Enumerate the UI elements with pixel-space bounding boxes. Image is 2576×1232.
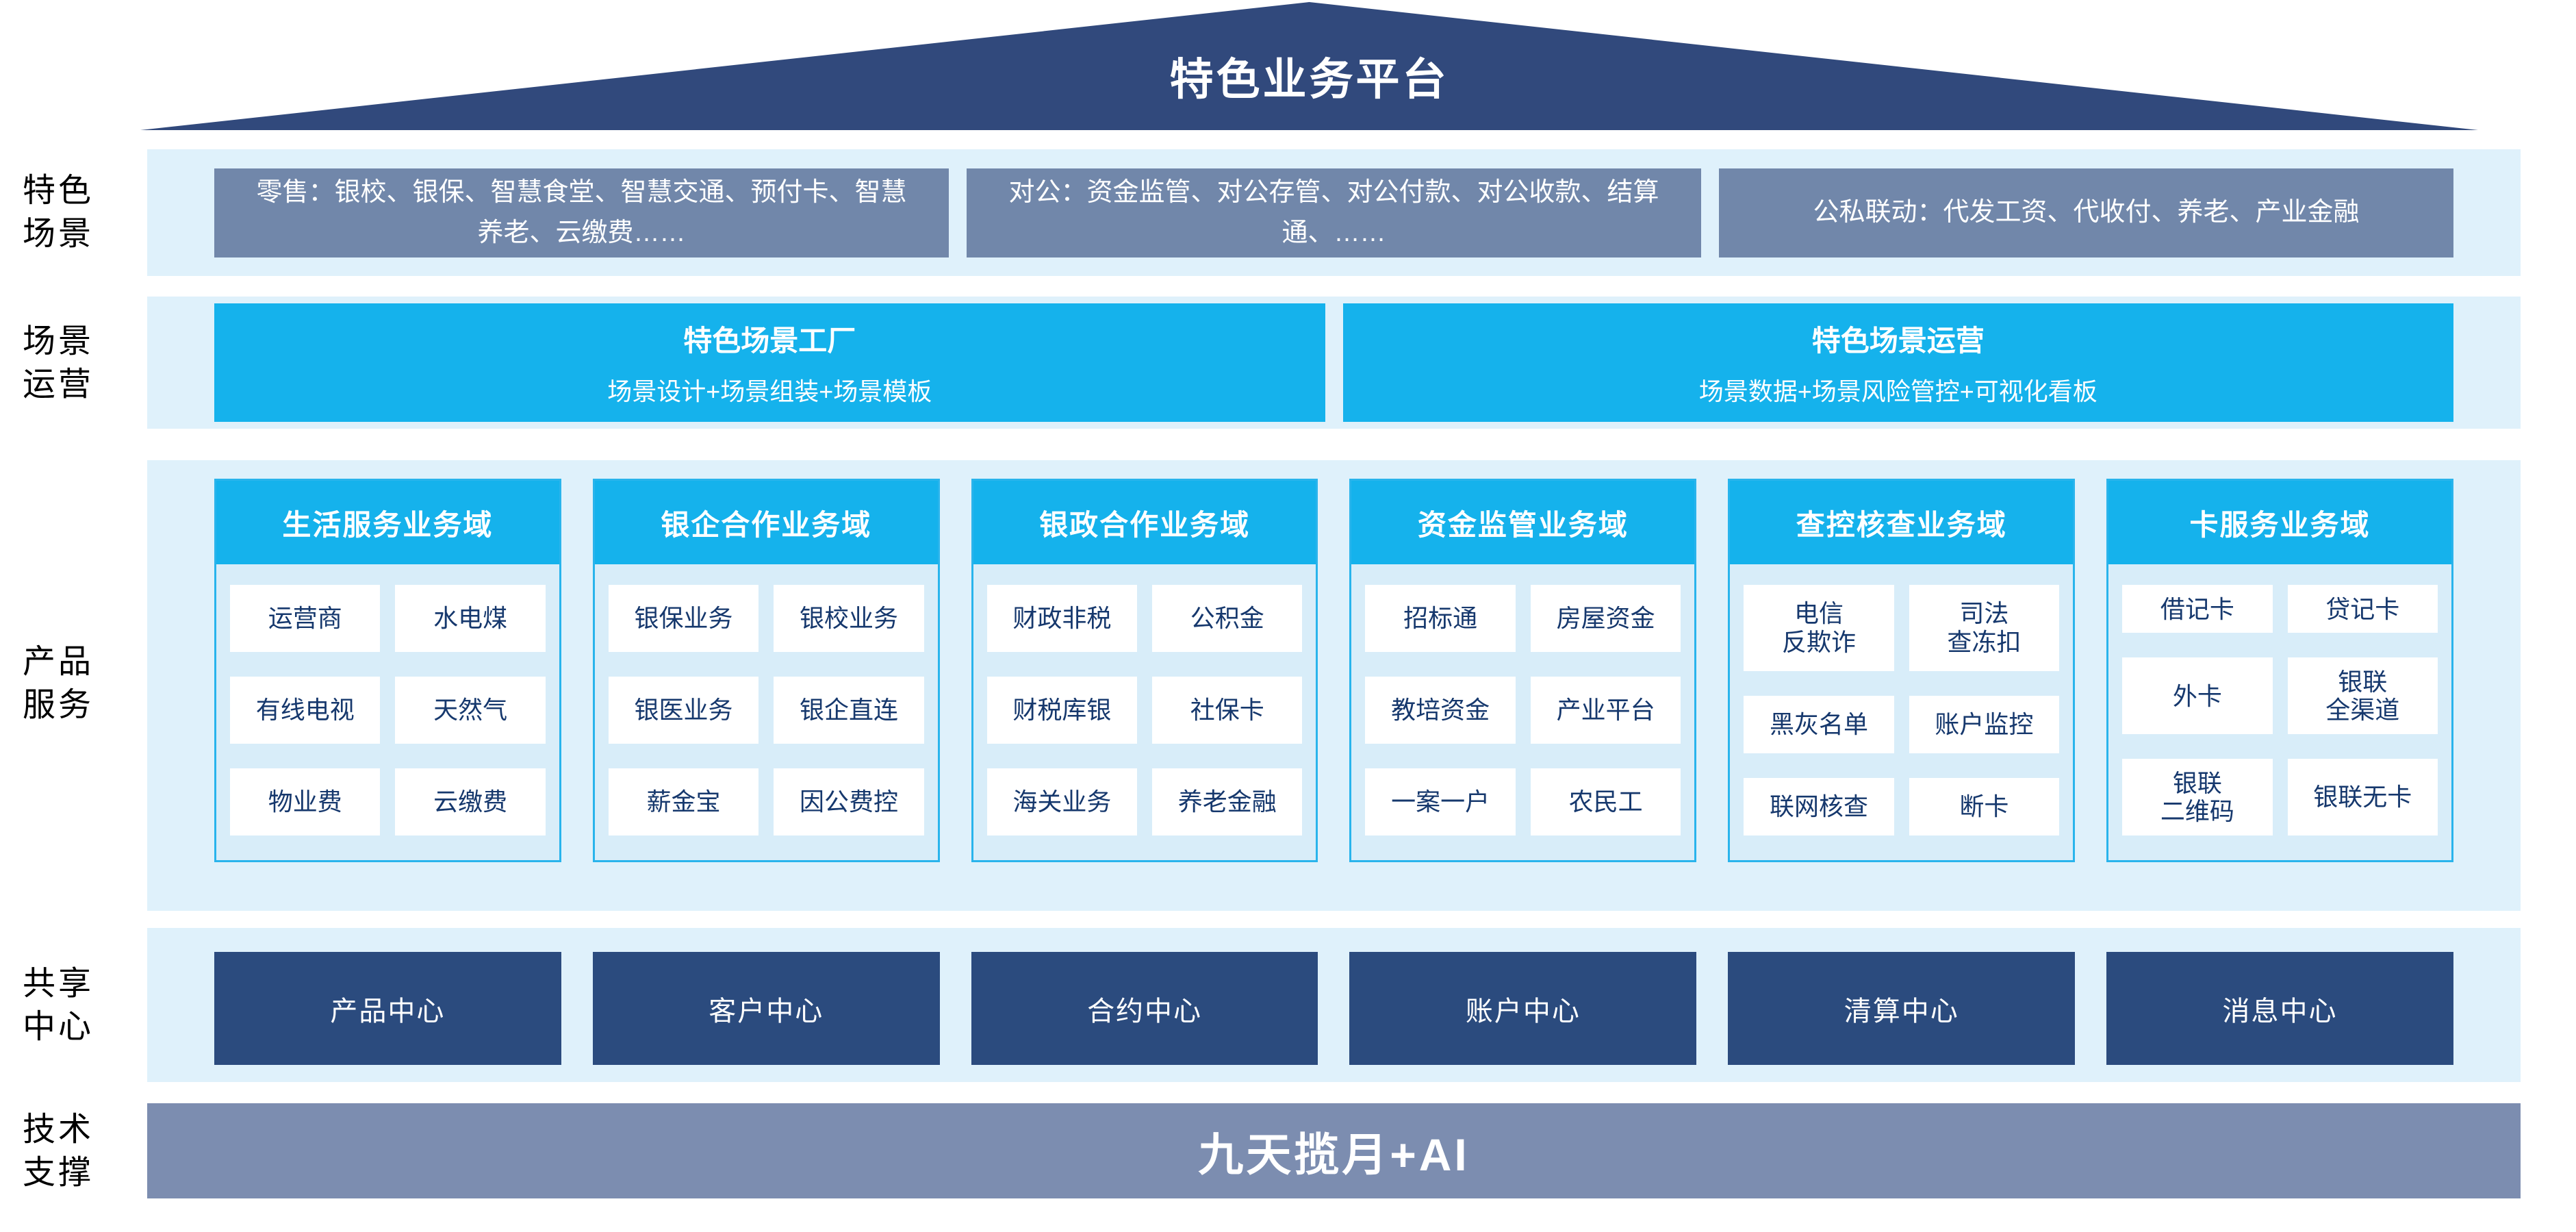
center-message: 消息中心 [2106, 952, 2453, 1065]
scene-box-retail: 零售：银校、银保、智慧食堂、智慧交通、预付卡、智慧养老、云缴费…… [214, 168, 949, 257]
op-box-scene-factory: 特色场景工厂 场景设计+场景组装+场景模板 [214, 303, 1325, 422]
domain-cell: 电信 反欺诈 [1744, 585, 1894, 671]
domain-cell: 财政非税 [986, 585, 1138, 652]
domain-cell: 产业平台 [1530, 677, 1681, 744]
operations-band: 特色场景工厂 场景设计+场景组装+场景模板 特色场景运营 场景数据+场景风险管控… [147, 297, 2521, 429]
op-box-title: 特色场景运营 [1811, 325, 1985, 357]
domain-cell: 薪金宝 [608, 768, 759, 835]
shared-centers-band: 产品中心 客户中心 合约中心 账户中心 清算中心 消息中心 [147, 928, 2521, 1082]
domain-header: 查控核查业务域 [1730, 481, 2074, 564]
domain-cell: 断卡 [1909, 777, 2060, 835]
domain-cell: 财税库银 [986, 677, 1138, 744]
domain-header: 银企合作业务域 [594, 481, 938, 564]
tech-banner-text: 九天揽月+AI [1198, 1129, 1470, 1180]
domain-cell: 房屋资金 [1530, 585, 1681, 652]
center-account: 账户中心 [1349, 952, 1697, 1065]
domain-cell: 银联 二维码 [2122, 759, 2273, 835]
domain-card-services: 卡服务业务域 借记卡 贷记卡 外卡 银联 全渠道 银联 二维码 银联无卡 [2106, 479, 2453, 862]
op-box-title: 特色场景工厂 [683, 325, 856, 357]
domain-body: 电信 反欺诈 司法 查冻扣 黑灰名单 账户监控 联网核查 断卡 [1730, 564, 2073, 860]
domain-header: 银政合作业务域 [973, 481, 1316, 564]
domain-cell: 天然气 [395, 677, 546, 744]
domain-cell: 招标通 [1365, 585, 1516, 652]
domain-cell: 因公费控 [774, 768, 924, 835]
domain-body: 银保业务 银校业务 银医业务 银企直连 薪金宝 因公费控 [595, 564, 938, 860]
domain-cell: 贷记卡 [2287, 585, 2438, 633]
domain-header: 卡服务业务域 [2108, 481, 2451, 564]
center-product: 产品中心 [214, 952, 561, 1065]
domain-cell: 一案一户 [1365, 768, 1516, 835]
domain-cell: 银企直连 [774, 677, 924, 744]
op-box-subtitle: 场景数据+场景风险管控+可视化看板 [1698, 377, 2097, 405]
domain-fund-supervision: 资金监管业务域 招标通 房屋资金 教培资金 产业平台 一案一户 农民工 [1349, 479, 1697, 862]
domain-header: 资金监管业务域 [1351, 481, 1695, 564]
domain-cell: 借记卡 [2122, 585, 2273, 633]
domain-cell: 教培资金 [1365, 677, 1516, 744]
layer-label-shared: 共享 中心 [23, 966, 94, 1046]
domain-cell: 农民工 [1530, 768, 1681, 835]
layer-label-products: 产品 服务 [23, 644, 94, 724]
domain-cell: 黑灰名单 [1744, 695, 1894, 753]
domain-cell: 司法 查冻扣 [1909, 585, 2060, 671]
domain-cell: 银医业务 [608, 677, 759, 744]
domain-cell: 物业费 [230, 768, 381, 835]
domain-cell: 有线电视 [230, 677, 381, 744]
platform-title: 特色业务平台 [1169, 54, 1449, 104]
domain-cell: 外卡 [2122, 657, 2273, 735]
domain-inquiry-control: 查控核查业务域 电信 反欺诈 司法 查冻扣 黑灰名单 账户监控 联网核查 断卡 [1728, 479, 2076, 862]
domain-life-services: 生活服务业务域 运营商 水电煤 有线电视 天然气 物业费 云缴费 [214, 479, 561, 862]
domain-cell: 银联无卡 [2287, 759, 2438, 835]
domain-body: 借记卡 贷记卡 外卡 银联 全渠道 银联 二维码 银联无卡 [2108, 564, 2451, 860]
op-box-scene-operation: 特色场景运营 场景数据+场景风险管控+可视化看板 [1342, 303, 2453, 422]
domain-body: 财政非税 公积金 财税库银 社保卡 海关业务 养老金融 [973, 564, 1316, 860]
domain-cell: 海关业务 [986, 768, 1138, 835]
scene-box-public-private: 公私联动：代发工资、代收付、养老、产业金融 [1719, 168, 2453, 257]
domain-cell: 公积金 [1152, 585, 1303, 652]
op-box-subtitle: 场景设计+场景组装+场景模板 [607, 377, 932, 405]
domain-bank-government: 银政合作业务域 财政非税 公积金 财税库银 社保卡 海关业务 养老金融 [971, 479, 1318, 862]
domain-body: 招标通 房屋资金 教培资金 产业平台 一案一户 农民工 [1351, 564, 1694, 860]
domain-cell: 养老金融 [1152, 768, 1303, 835]
center-contract: 合约中心 [971, 952, 1318, 1065]
tech-support-band: 九天揽月+AI [147, 1103, 2521, 1198]
layer-label-scenes: 特色 场景 [23, 173, 94, 253]
layer-label-operations: 场景 运营 [23, 323, 94, 403]
domain-cell: 账户监控 [1909, 695, 2060, 753]
domain-cell: 运营商 [230, 585, 381, 652]
domain-cell: 银保业务 [608, 585, 759, 652]
center-clearing: 清算中心 [1728, 952, 2076, 1065]
domain-bank-enterprise: 银企合作业务域 银保业务 银校业务 银医业务 银企直连 薪金宝 因公费控 [592, 479, 940, 862]
roof-banner: 特色业务平台 [140, 2, 2478, 130]
domain-cell: 银校业务 [774, 585, 924, 652]
domain-cell: 水电煤 [395, 585, 546, 652]
layer-label-tech: 技术 支撑 [23, 1111, 94, 1192]
products-band: 生活服务业务域 运营商 水电煤 有线电视 天然气 物业费 云缴费 银企合作业务域… [147, 460, 2521, 911]
domain-cell: 联网核查 [1744, 777, 1894, 835]
domain-header: 生活服务业务域 [216, 481, 559, 564]
domain-body: 运营商 水电煤 有线电视 天然气 物业费 云缴费 [216, 564, 559, 860]
domain-cell: 社保卡 [1152, 677, 1303, 744]
domain-cell: 云缴费 [395, 768, 546, 835]
domain-cell: 银联 全渠道 [2287, 657, 2438, 735]
center-customer: 客户中心 [592, 952, 940, 1065]
scene-box-corporate: 对公：资金监管、对公存管、对公付款、对公收款、结算通、…… [967, 168, 1701, 257]
scenes-band: 零售：银校、银保、智慧食堂、智慧交通、预付卡、智慧养老、云缴费…… 对公：资金监… [147, 149, 2521, 276]
